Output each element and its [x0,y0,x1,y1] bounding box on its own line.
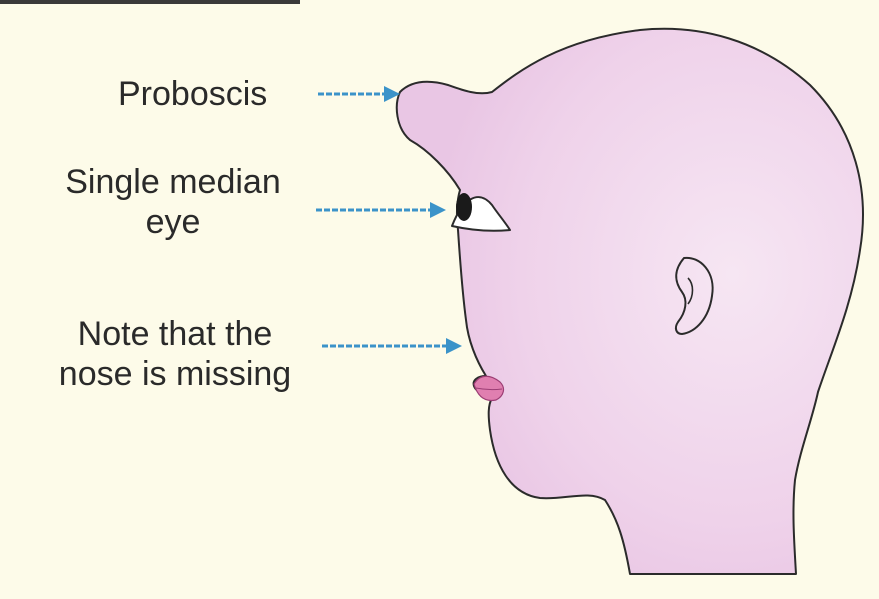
eye-pupil [456,193,472,221]
scan-edge [0,0,300,4]
eye-label-line-2: eye [36,202,310,242]
single-median-eye-label: Single median eye [36,162,310,242]
missing-nose-label: Note that the nose is missing [30,314,320,394]
nose-label-line-2: nose is missing [30,354,320,394]
proboscis-label-text: Proboscis [118,74,267,114]
eye-label-line-1: Single median [36,162,310,202]
nose-label-line-1: Note that the [30,314,320,354]
proboscis-label: Proboscis [118,74,267,114]
